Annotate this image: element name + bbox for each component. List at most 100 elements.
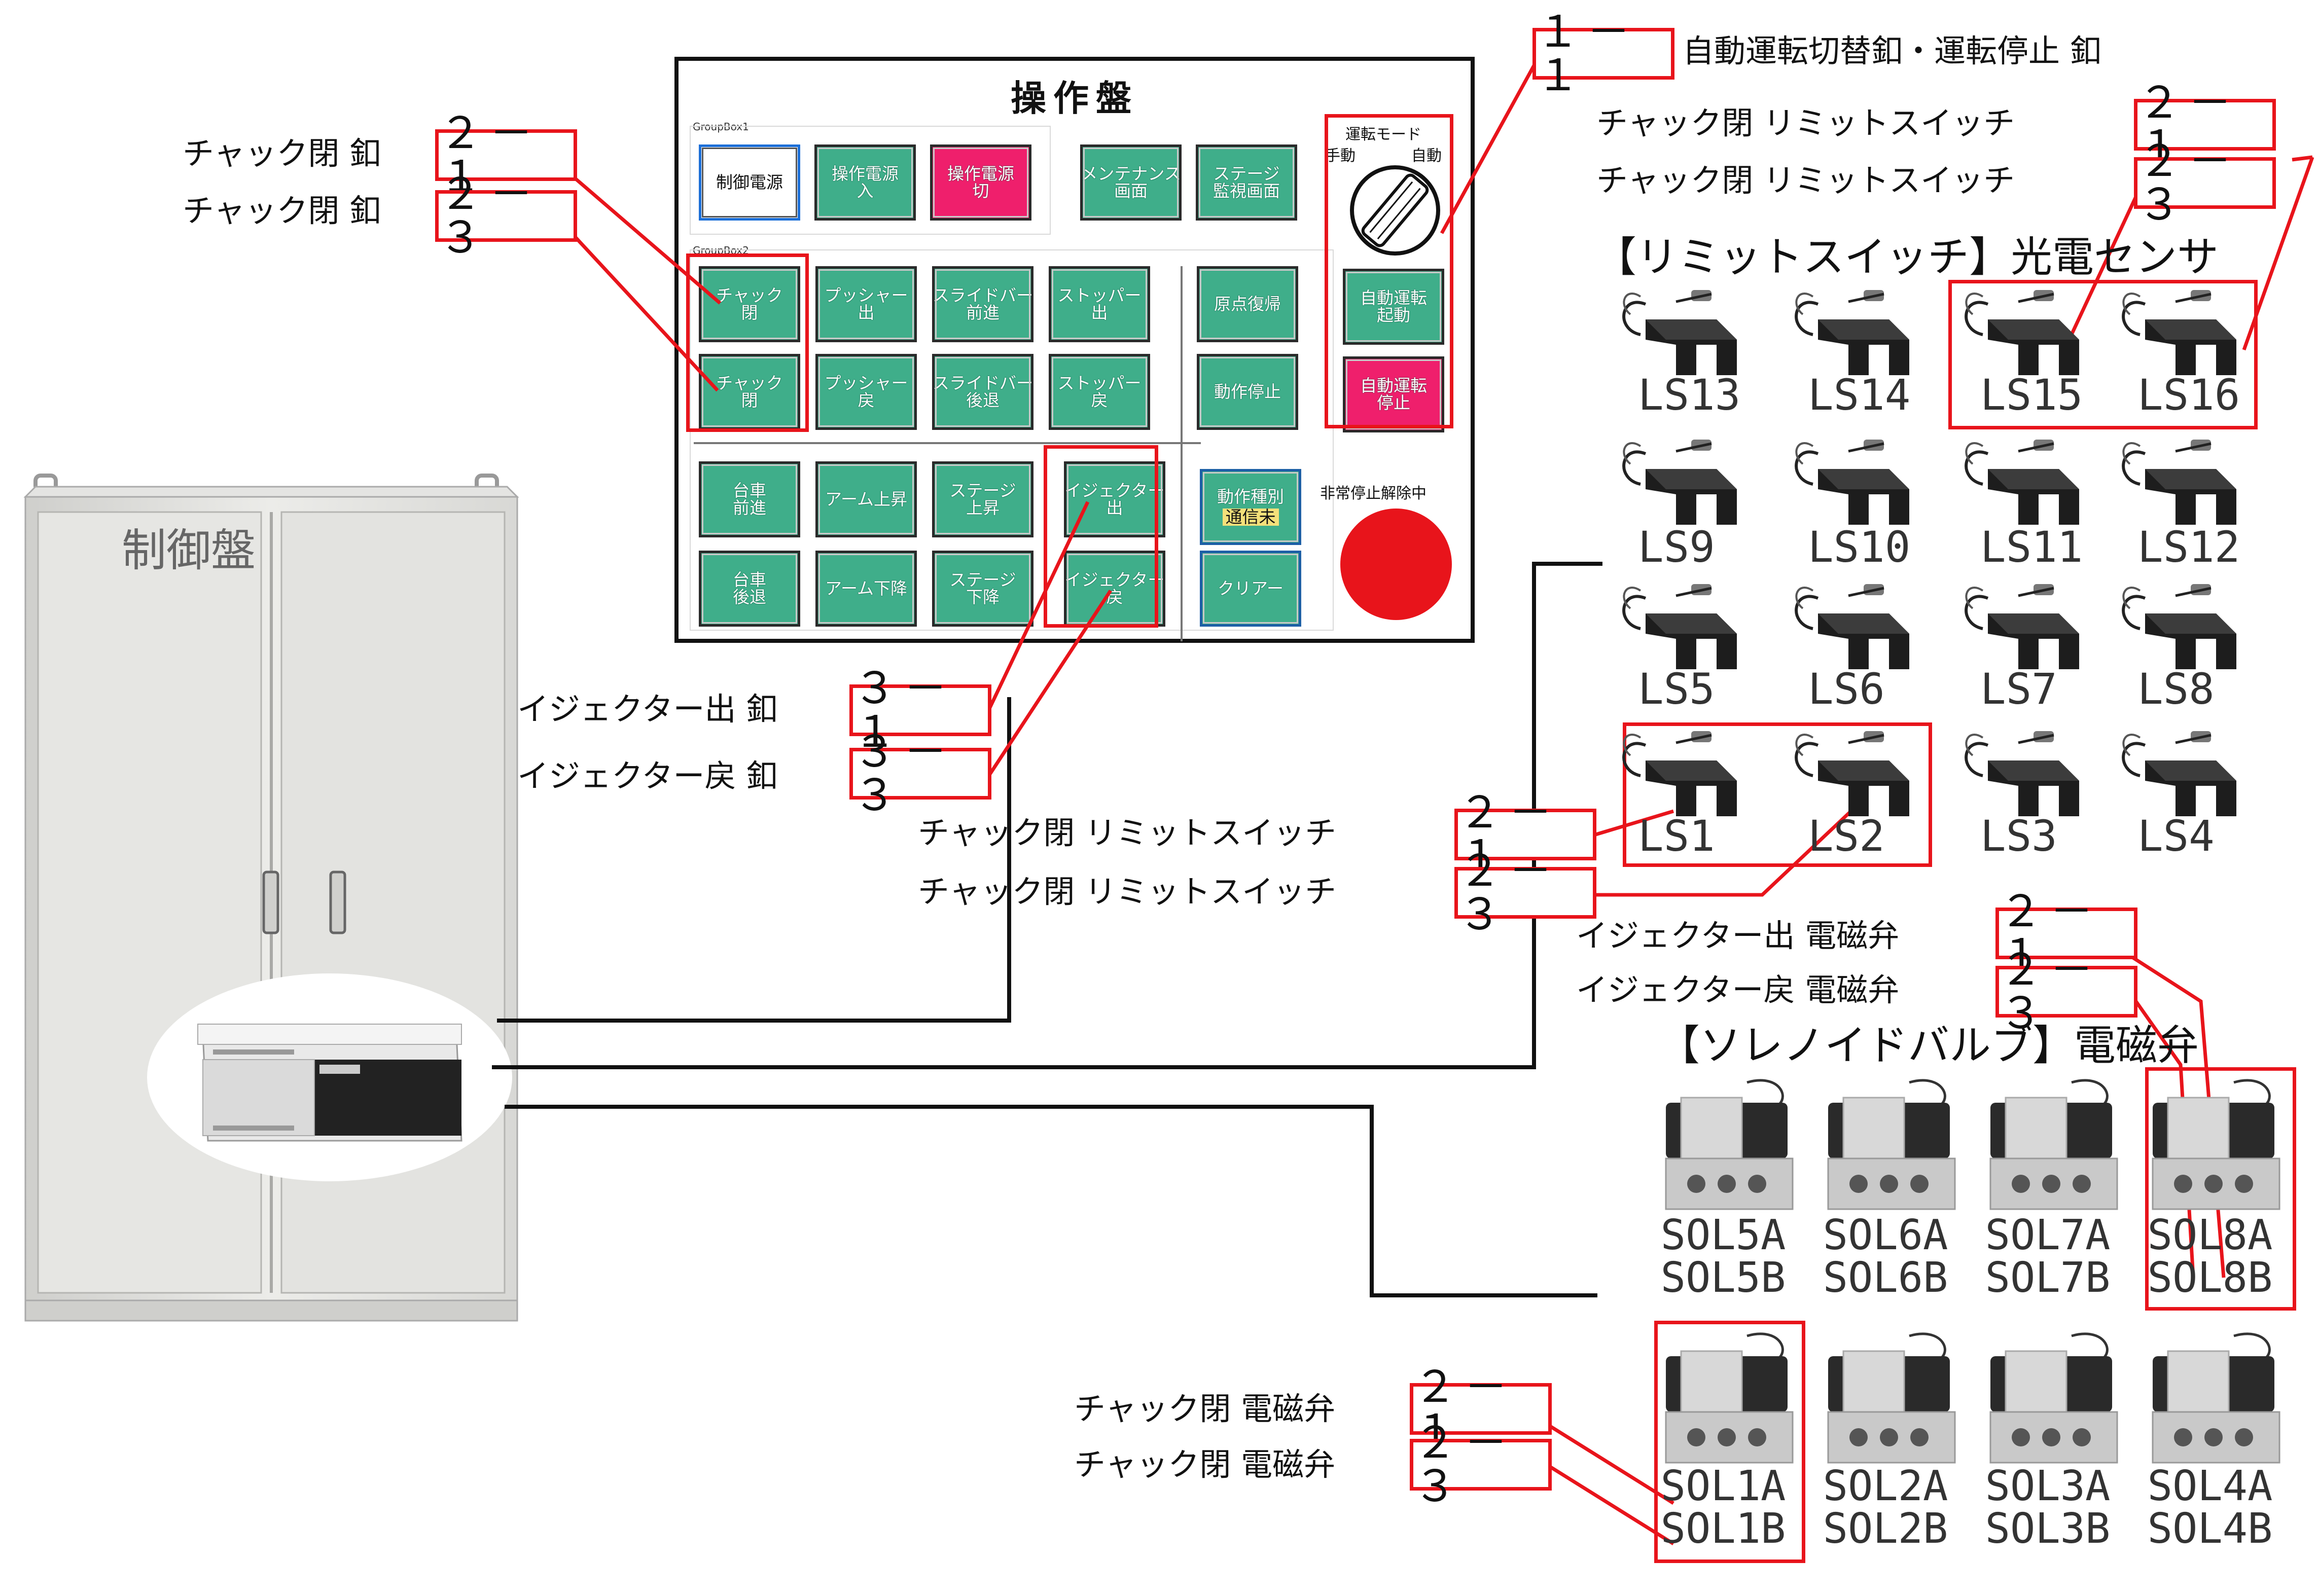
solenoid-valve-icon (1827, 1332, 1956, 1464)
photoelectric-sensor-icon (1622, 731, 1737, 816)
separator (1181, 266, 1183, 641)
arm-up-button[interactable]: アーム上昇 (815, 461, 917, 537)
photoelectric-sensor-icon (1622, 584, 1737, 669)
photoelectric-sensor-icon (1795, 440, 1909, 525)
code-chuck-limit-mid-1: ２－１ (1454, 791, 1596, 878)
auto-stop-button[interactable]: 自動運転 停止 (1343, 356, 1444, 432)
mode-selector-switch[interactable] (1347, 162, 1443, 259)
limit-switch-header: 【リミットスイッチ】光電センサ (1595, 233, 2219, 281)
code-chuck-solenoid-3: ２－３ (1410, 1421, 1552, 1508)
solenoid-valve-icon (1665, 1079, 1794, 1210)
photoelectric-sensor-icon (2122, 731, 2236, 816)
plc-unit (147, 973, 512, 1181)
code-chuck-button-1: ２－１ (435, 112, 577, 199)
highlight-ls15-ls16 (1948, 280, 2258, 429)
label-chuck-limit-mid-3: チャック閉 リミットスイッチ (918, 873, 1337, 910)
mode-manual-label: 手動 (1325, 147, 1356, 165)
emergency-stop-button[interactable] (1340, 509, 1452, 620)
highlight-sol8 (2145, 1067, 2296, 1311)
photoelectric-sensor-icon (1965, 290, 2079, 375)
label-auto-switch: 自動運転切替釦・運転停止 釦 (1683, 32, 2101, 69)
slidebar-forward-button[interactable]: スライドバー 前進 (932, 266, 1033, 342)
solenoid-valve-icon (1989, 1332, 2118, 1464)
valve-label-8: SOL4A SOL4B (2147, 1462, 2273, 1553)
valve-label-7: SOL3A SOL3B (1985, 1462, 2111, 1553)
limit-switch-label-ls6: LS6 (1808, 664, 1885, 714)
op-power-off-button[interactable]: 操作電源 切 (930, 144, 1031, 221)
stop-motion-button[interactable]: 動作停止 (1197, 354, 1298, 430)
valve-label-2: SOL6A SOL6B (1823, 1211, 1948, 1302)
mode-label: 運転モード (1345, 126, 1421, 143)
stage-up-button[interactable]: ステージ 上昇 (932, 461, 1033, 537)
mode-auto-label: 自動 (1411, 147, 1442, 165)
stage-down-button[interactable]: ステージ 下降 (932, 551, 1033, 627)
label-chuck-solenoid-3: チャック閉 電磁弁 (1074, 1446, 1336, 1483)
label-ejector-back-button: イジェクター戻 釦 (517, 757, 778, 794)
code-chuck-button-3: ２－３ (435, 172, 577, 260)
maintenance-screen-button[interactable]: メンテナンス 画面 (1080, 144, 1182, 221)
photoelectric-sensor-icon (2122, 584, 2236, 669)
photoelectric-sensor-icon (1965, 731, 2079, 816)
origin-return-button[interactable]: 原点復帰 (1197, 266, 1298, 342)
cart-back-button[interactable]: 台車 後退 (699, 551, 800, 627)
motion-type-label: 動作種別 (1217, 487, 1284, 506)
control-cabinet (23, 474, 519, 1322)
stopper-out-button[interactable]: ストッパー 出 (1049, 266, 1150, 342)
code-1-1: １－１ (1532, 10, 1674, 97)
control-power-button[interactable]: 制御電源 (699, 144, 800, 221)
limit-switch-label-ls3: LS3 (1980, 811, 2057, 861)
op-power-on-button[interactable]: 操作電源 入 (814, 144, 916, 221)
limit-switch-label-ls1: LS1 (1638, 811, 1715, 861)
stage-monitor-button[interactable]: ステージ 監視画面 (1196, 144, 1297, 221)
limit-switch-label-ls9: LS9 (1638, 522, 1715, 572)
label-chuck-button-1: チャック閉 釦 (183, 135, 381, 172)
label-chuck-limit-mid-1: チャック閉 リミットスイッチ (918, 814, 1337, 851)
limit-switch-label-ls11: LS11 (1980, 522, 2083, 572)
valve-label-1: SOL5A SOL5B (1660, 1211, 1786, 1302)
limit-switch-label-ls13: LS13 (1638, 370, 1741, 420)
highlight-chuck-buttons (686, 253, 809, 432)
groupbox2 (690, 249, 1334, 631)
label-ejector-out-button: イジェクター出 釦 (517, 691, 778, 728)
chuck-close-button-1[interactable]: チャック 閉 (699, 266, 800, 342)
auto-start-button[interactable]: 自動運転 起動 (1343, 269, 1444, 345)
groupbox1 (690, 126, 1051, 235)
limit-switch-label-ls16: LS16 (2137, 370, 2240, 420)
arm-down-button[interactable]: アーム下降 (815, 551, 917, 627)
limit-switch-label-ls14: LS14 (1808, 370, 1911, 420)
photoelectric-sensor-icon (2122, 440, 2236, 525)
code-chuck-limit-top-3: ２－３ (2134, 139, 2276, 227)
photoelectric-sensor-icon (1622, 290, 1737, 375)
limit-switch-label-ls8: LS8 (2137, 664, 2215, 714)
highlight-sol1 (1654, 1321, 1805, 1563)
limit-switch-label-ls7: LS7 (1980, 664, 2057, 714)
valve-label-3: SOL7A SOL7B (1985, 1211, 2111, 1302)
separator (694, 442, 1201, 444)
slidebar-back-button[interactable]: スライドバー 後退 (932, 354, 1033, 430)
code-chuck-limit-mid-3: ２－３ (1454, 849, 1596, 936)
stopper-back-button[interactable]: ストッパー 戻 (1049, 354, 1150, 430)
ejector-out-button[interactable]: イジェクター 出 (1064, 461, 1165, 537)
pusher-out-button[interactable]: プッシャー 出 (815, 266, 917, 342)
pusher-back-button[interactable]: プッシャー 戻 (815, 354, 917, 430)
label-chuck-solenoid-1: チャック閉 電磁弁 (1074, 1390, 1336, 1427)
valve-label-4: SOL8A SOL8B (2147, 1211, 2273, 1302)
photoelectric-sensor-icon (1795, 290, 1909, 375)
code-ejector-back-button: ３－３ (849, 730, 991, 817)
comm-status: 通信未 (1222, 509, 1279, 526)
clear-button[interactable]: クリアー (1200, 551, 1301, 627)
chuck-close-button-2[interactable]: チャック 閉 (699, 354, 800, 430)
limit-switch-label-ls4: LS4 (2137, 811, 2215, 861)
label-chuck-limit-top-3: チャック閉 リミットスイッチ (1596, 162, 2015, 199)
photoelectric-sensor-icon (1965, 584, 2079, 669)
photoelectric-sensor-icon (1795, 731, 1909, 816)
limit-switch-label-ls15: LS15 (1980, 370, 2083, 420)
cart-forward-button[interactable]: 台車 前進 (699, 461, 800, 537)
highlight-ls1-ls2 (1623, 722, 1932, 867)
ejector-back-button[interactable]: イジェクター 戻 (1064, 551, 1165, 627)
motion-type-display: 動作種別 通信未 (1200, 469, 1301, 545)
solenoid-valve-icon (1665, 1332, 1794, 1464)
label-chuck-limit-top-1: チャック閉 リミットスイッチ (1596, 104, 2015, 141)
limit-switch-label-ls12: LS12 (2137, 522, 2240, 572)
